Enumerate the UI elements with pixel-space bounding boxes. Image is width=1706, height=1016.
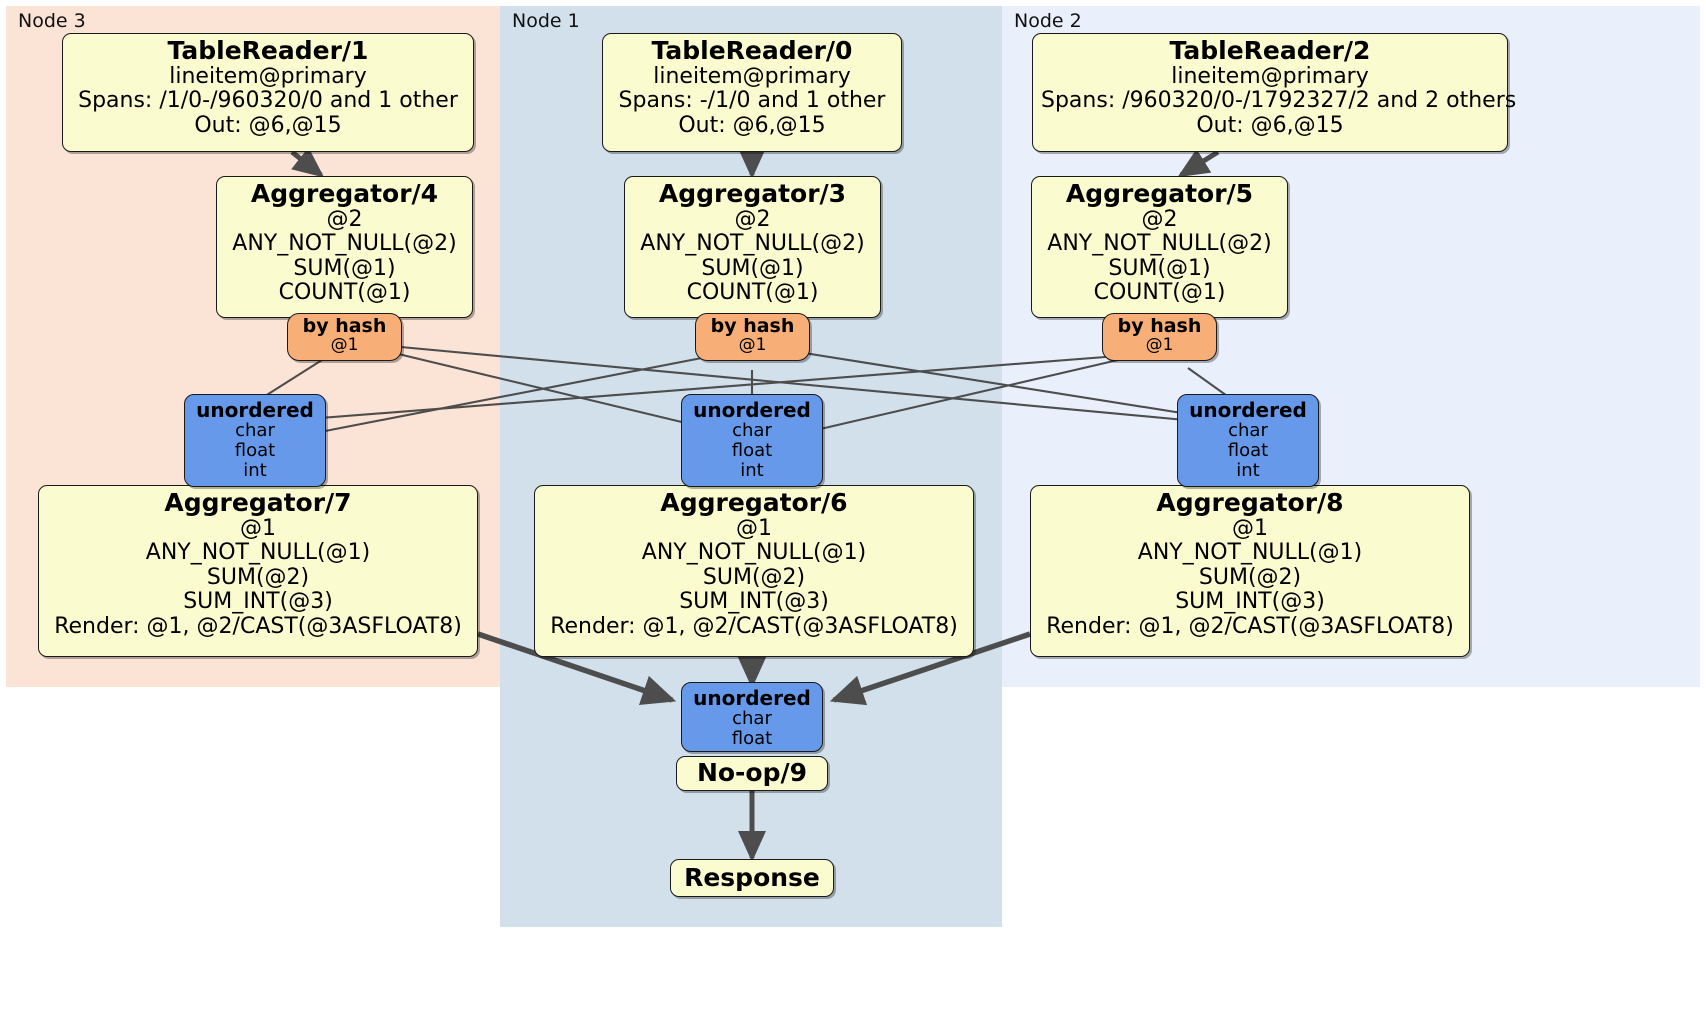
processor-detail-line: SUM(@2)	[1198, 564, 1302, 590]
receiver-unordered-8[interactable]: unordered char float int	[1177, 394, 1319, 487]
receiver-type-line: char	[732, 708, 772, 729]
processor-detail-line: COUNT(@1)	[278, 280, 411, 306]
processor-title: Response	[684, 862, 820, 892]
router-title: by hash	[302, 315, 387, 337]
processor-aggregator-6[interactable]: Aggregator/6 @1 ANY_NOT_NULL(@1) SUM(@2)…	[534, 485, 974, 657]
processor-table-reader-0[interactable]: TableReader/0 lineitem@primary Spans: -/…	[602, 33, 902, 152]
processor-detail-line: ANY_NOT_NULL(@2)	[232, 231, 457, 257]
processor-detail-line: COUNT(@1)	[686, 280, 819, 306]
processor-detail-line: ANY_NOT_NULL(@1)	[145, 540, 371, 566]
processor-response[interactable]: Response	[670, 859, 834, 897]
processor-aggregator-4[interactable]: Aggregator/4 @2 ANY_NOT_NULL(@2) SUM(@1)…	[216, 176, 473, 318]
receiver-title: unordered	[693, 686, 811, 710]
processor-title: Aggregator/6	[660, 488, 848, 517]
processor-title: TableReader/0	[651, 36, 853, 65]
processor-title: Aggregator/5	[1065, 179, 1254, 208]
processor-detail-line: SUM(@2)	[702, 564, 806, 590]
processor-detail-line: SUM(@1)	[293, 255, 396, 281]
processor-detail-line: Spans: -/1/0 and 1 other	[618, 88, 886, 114]
processor-detail-line: SUM(@2)	[206, 564, 310, 590]
processor-render-line: Render: @1, @2/CAST(@3ASFLOAT8)	[550, 614, 958, 639]
processor-detail-line: SUM_INT(@3)	[183, 589, 333, 615]
region-label-node-2: Node 2	[1014, 10, 1082, 32]
processor-table-reader-1[interactable]: TableReader/1 lineitem@primary Spans: /1…	[62, 33, 474, 152]
processor-detail-line: @1	[1232, 515, 1268, 541]
processor-title: Aggregator/3	[658, 179, 847, 208]
receiver-unordered-final[interactable]: unordered char float	[681, 682, 823, 752]
processor-aggregator-8[interactable]: Aggregator/8 @1 ANY_NOT_NULL(@1) SUM(@2)…	[1030, 485, 1470, 657]
receiver-unordered-6[interactable]: unordered char float int	[681, 394, 823, 487]
processor-detail-line: ANY_NOT_NULL(@2)	[1047, 231, 1272, 257]
receiver-type-line: float	[731, 728, 773, 750]
receiver-type-line: char	[235, 420, 275, 441]
receiver-type-line: int	[1236, 460, 1260, 482]
processor-detail-line: SUM(@1)	[701, 255, 804, 281]
router-detail-line: @1	[330, 334, 359, 355]
processor-aggregator-3[interactable]: Aggregator/3 @2 ANY_NOT_NULL(@2) SUM(@1)…	[624, 176, 881, 318]
router-detail-line: @1	[1145, 334, 1174, 355]
processor-detail-line: @2	[1141, 206, 1178, 232]
processor-title: Aggregator/7	[164, 488, 352, 517]
receiver-type-line: int	[740, 460, 764, 482]
region-label-node-1: Node 1	[512, 10, 580, 32]
processor-detail-line: @2	[734, 206, 771, 232]
processor-detail-line: SUM_INT(@3)	[679, 589, 829, 615]
router-by-hash-5[interactable]: by hash @1	[1102, 313, 1217, 361]
receiver-title: unordered	[693, 398, 811, 422]
processor-aggregator-5[interactable]: Aggregator/5 @2 ANY_NOT_NULL(@2) SUM(@1)…	[1031, 176, 1288, 318]
processor-detail-line: Out: @6,@15	[194, 112, 342, 138]
processor-detail-line: Out: @6,@15	[1196, 112, 1344, 138]
receiver-type-line: float	[234, 440, 276, 462]
processor-title: Aggregator/4	[250, 179, 439, 208]
processor-detail-line: SUM_INT(@3)	[1175, 589, 1325, 615]
processor-title: No-op/9	[696, 758, 808, 788]
processor-detail-line: lineitem@primary	[1171, 63, 1369, 89]
router-by-hash-4[interactable]: by hash @1	[287, 313, 402, 361]
router-title: by hash	[710, 315, 795, 337]
processor-title: Aggregator/8	[1156, 488, 1344, 517]
processor-detail-line: ANY_NOT_NULL(@2)	[640, 231, 865, 257]
processor-table-reader-2[interactable]: TableReader/2 lineitem@primary Spans: /9…	[1032, 33, 1517, 152]
processor-noop-9[interactable]: No-op/9	[676, 756, 828, 791]
processor-detail-line: @1	[736, 515, 772, 541]
processor-detail-line: SUM(@1)	[1108, 255, 1211, 281]
router-by-hash-3[interactable]: by hash @1	[695, 313, 810, 361]
processor-detail-line: Out: @6,@15	[678, 112, 826, 138]
processor-aggregator-7[interactable]: Aggregator/7 @1 ANY_NOT_NULL(@1) SUM(@2)…	[38, 485, 478, 657]
processor-detail-line: lineitem@primary	[653, 63, 851, 89]
processor-detail-line: COUNT(@1)	[1093, 280, 1226, 306]
receiver-title: unordered	[1189, 398, 1307, 422]
region-label-node-3: Node 3	[18, 10, 86, 32]
receiver-type-line: char	[1228, 420, 1268, 441]
receiver-unordered-7[interactable]: unordered char float int	[184, 394, 326, 487]
receiver-type-line: int	[243, 460, 267, 482]
receiver-type-line: float	[1227, 440, 1269, 462]
processor-title: TableReader/1	[167, 36, 369, 65]
processor-detail-line: Spans: /960320/0-/1792327/2 and 2 others	[1041, 88, 1517, 114]
processor-detail-line: lineitem@primary	[169, 63, 367, 89]
router-title: by hash	[1117, 315, 1202, 337]
receiver-title: unordered	[196, 398, 314, 422]
processor-render-line: Render: @1, @2/CAST(@3ASFLOAT8)	[1046, 614, 1454, 639]
processor-detail-line: Spans: /1/0-/960320/0 and 1 other	[78, 88, 458, 114]
processor-detail-line: ANY_NOT_NULL(@1)	[1137, 540, 1363, 566]
processor-detail-line: @2	[326, 206, 363, 232]
processor-render-line: Render: @1, @2/CAST(@3ASFLOAT8)	[54, 614, 462, 639]
processor-title: TableReader/2	[1169, 36, 1371, 65]
router-detail-line: @1	[738, 334, 767, 355]
processor-detail-line: @1	[240, 515, 276, 541]
processor-detail-line: ANY_NOT_NULL(@1)	[641, 540, 867, 566]
receiver-type-line: char	[732, 420, 772, 441]
receiver-type-line: float	[731, 440, 773, 462]
